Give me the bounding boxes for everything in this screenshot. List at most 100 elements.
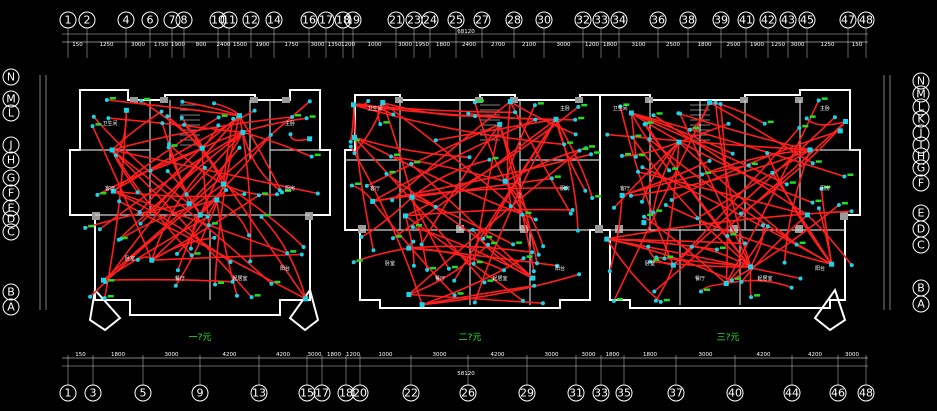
right-axis-K: K (912, 110, 930, 128)
wire (106, 99, 240, 117)
outlet-icon (688, 127, 692, 132)
light-fixture-icon (214, 197, 220, 203)
outlet-icon (555, 263, 560, 268)
svg-text:38: 38 (681, 14, 695, 27)
wire (766, 152, 833, 265)
top-axis-47: 47 (839, 11, 857, 58)
outlet-icon (180, 99, 185, 104)
svg-text:30: 30 (537, 14, 551, 27)
right-axis-F: F (912, 174, 930, 192)
outlet-icon (568, 211, 573, 216)
outlet-icon (433, 204, 438, 209)
outlet-icon (188, 246, 193, 251)
svg-text:F: F (8, 187, 14, 200)
circuit-tag (389, 170, 396, 174)
circuit-tag (100, 191, 107, 195)
circuit-tag (734, 277, 741, 280)
outlet-icon (662, 256, 667, 261)
wire (99, 131, 244, 230)
top-axis-19: 19 (344, 11, 362, 58)
light-fixture-icon (240, 129, 246, 135)
wire (111, 149, 193, 256)
wire (242, 131, 313, 158)
wire (820, 188, 833, 265)
svg-text:40: 40 (728, 387, 742, 400)
svg-text:A: A (917, 298, 925, 311)
wire (408, 149, 580, 296)
light-fixture-icon (403, 213, 408, 219)
svg-text:12: 12 (244, 14, 258, 27)
outlet-icon (611, 299, 616, 303)
svg-text:C: C (7, 226, 15, 239)
circuit-tag (457, 292, 464, 295)
outlet-icon (390, 198, 395, 203)
svg-text:G: G (917, 162, 926, 175)
outlet-icon (268, 132, 273, 137)
outlet-icon (726, 121, 731, 126)
outlet-icon (536, 252, 541, 257)
outlet-icon (175, 268, 180, 273)
svg-text:J: J (8, 139, 12, 152)
outlet-icon (165, 114, 170, 119)
wire (645, 123, 752, 268)
wire (420, 123, 501, 245)
top-axis-1: 1 (59, 11, 77, 58)
outlet-icon (520, 298, 525, 303)
light-fixture-icon (807, 147, 813, 153)
svg-text:J: J (918, 127, 922, 140)
outlet-icon (652, 289, 657, 294)
left-axis-B: B (2, 283, 20, 301)
outlet-icon (452, 293, 457, 298)
electrical-fixtures: 卫生间主卧客厅厨房卧室餐厅起居室阳台卫生间主卧客厅厨房卧室餐厅起居室阳台卫生间主… (83, 97, 854, 308)
outlet-icon (411, 239, 416, 244)
room-label: 卧室 (645, 260, 655, 267)
outlet-icon (307, 99, 312, 104)
left-axis-F: F (2, 184, 20, 202)
circuit-tag (719, 246, 726, 249)
circuit-tag (264, 213, 271, 217)
bottom-axis-9: 9 (191, 355, 209, 402)
outlet-icon (237, 145, 242, 150)
circuit-tag (567, 141, 574, 144)
svg-text:17: 17 (315, 387, 329, 400)
outlet-icon (166, 145, 171, 150)
svg-text:33: 33 (594, 14, 608, 27)
outlet-icon (832, 115, 837, 120)
wire (606, 238, 801, 280)
circuit-tag (285, 189, 291, 192)
svg-text:19: 19 (346, 14, 360, 27)
outlet-icon (95, 192, 100, 197)
svg-text:5: 5 (140, 387, 147, 400)
outlet-icon (486, 242, 491, 247)
outlet-icon (309, 154, 314, 159)
outlet-icon (378, 122, 383, 127)
outlet-icon (315, 191, 320, 196)
circuit-tag (88, 224, 95, 228)
outlet-icon (114, 153, 118, 158)
outlet-icon (642, 214, 647, 219)
svg-text:26: 26 (461, 387, 475, 400)
top-dimension: 2500 (666, 42, 680, 48)
wire (630, 112, 637, 157)
left-axis-M: M (2, 90, 20, 108)
svg-text:48: 48 (859, 14, 873, 27)
bottom-axis-20: 20 (351, 355, 369, 402)
outlet-icon (563, 186, 568, 191)
outlet-icon (481, 236, 486, 241)
outlet-icon (304, 116, 309, 121)
wire (223, 183, 305, 248)
wire (655, 264, 675, 302)
outlet-icon (633, 154, 638, 159)
left-axis-C: C (2, 223, 20, 241)
svg-text:20: 20 (353, 387, 367, 400)
top-dimension: 1750 (154, 42, 168, 48)
room-label: 客厅 (370, 185, 380, 192)
outlet-icon (640, 199, 644, 204)
outlet-icon (230, 279, 235, 284)
svg-text:45: 45 (800, 14, 814, 27)
circuit-tag (121, 236, 128, 240)
circuit-tag (815, 160, 822, 163)
bottom-dimension: 4200 (276, 352, 290, 358)
room-label: 卫生间 (367, 105, 382, 112)
